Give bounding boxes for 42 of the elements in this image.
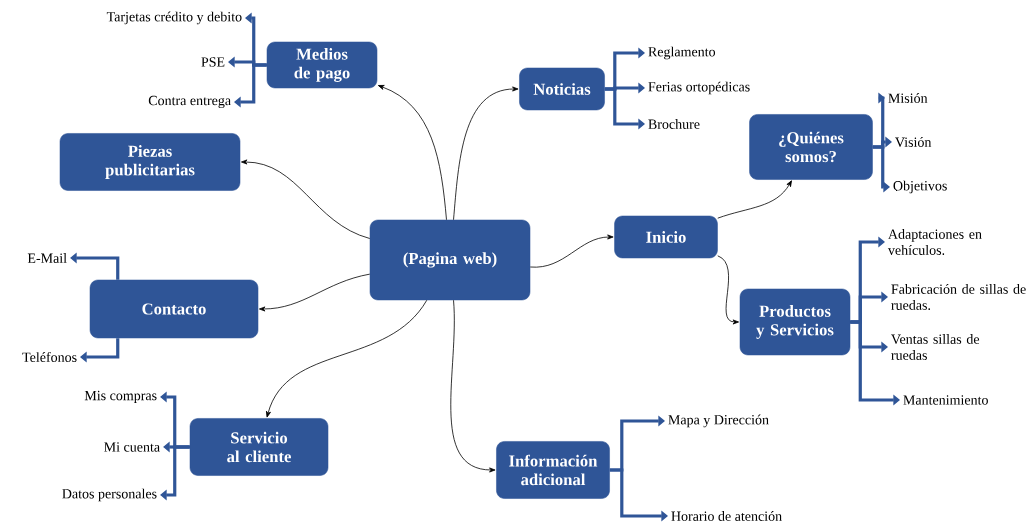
- item-label: Mi cuenta: [104, 442, 160, 452]
- item-label: Fabricación de sillas de ruedas.: [891, 284, 1026, 310]
- topic-box: Contacto: [89, 279, 259, 339]
- topic-box: Servicio al cliente: [189, 418, 329, 476]
- item-label: Mantenimiento: [903, 395, 988, 405]
- item-label: Misión: [888, 93, 928, 103]
- item-label: Ventas sillas de ruedas: [891, 334, 980, 360]
- topic-box: (Pagina web): [369, 219, 531, 301]
- item-label: Mis compras: [84, 390, 157, 404]
- topic-box: Productos y Servicios: [739, 288, 851, 356]
- item-label: Ferias ortopédicas: [648, 81, 750, 95]
- topic-box: ¿Quiénes somos?: [749, 114, 873, 180]
- topic-box: Información adicional: [496, 441, 610, 499]
- item-label: Visión: [895, 137, 932, 147]
- item-label: E-Mail: [27, 253, 67, 263]
- item-label: Objetivos: [893, 180, 947, 194]
- item-label: Adaptaciones en vehículos.: [887, 229, 982, 255]
- item-label: Reglamento: [648, 46, 716, 60]
- arrow: [241, 159, 371, 239]
- arrow: [377, 85, 447, 221]
- item-label: PSE: [201, 57, 225, 67]
- arrow: [529, 234, 614, 268]
- item-label: Datos personales: [62, 488, 157, 502]
- topic-box: Noticias: [519, 67, 605, 111]
- arrow: [160, 445, 190, 501]
- arrow: [717, 180, 792, 219]
- arrow: [717, 255, 739, 325]
- arrow: [453, 86, 519, 221]
- topic-box: Inicio: [614, 215, 718, 259]
- item-label: Horario de atención: [671, 511, 782, 521]
- item-label: Teléfonos: [22, 352, 77, 362]
- item-label: Tarjetas crédito y debito: [106, 11, 242, 25]
- item-label: Contra entrega: [148, 95, 231, 109]
- item-label: Mapa y Dirección: [668, 414, 769, 428]
- arrow: [450, 299, 496, 473]
- arrow: [259, 273, 371, 312]
- topic-box: Piezas publicitarias: [59, 133, 241, 191]
- topic-box: Medios de pago: [266, 41, 378, 89]
- item-label: Brochure: [648, 119, 700, 129]
- arrow: [80, 338, 120, 363]
- arrow: [266, 299, 428, 418]
- arrow: [234, 63, 267, 108]
